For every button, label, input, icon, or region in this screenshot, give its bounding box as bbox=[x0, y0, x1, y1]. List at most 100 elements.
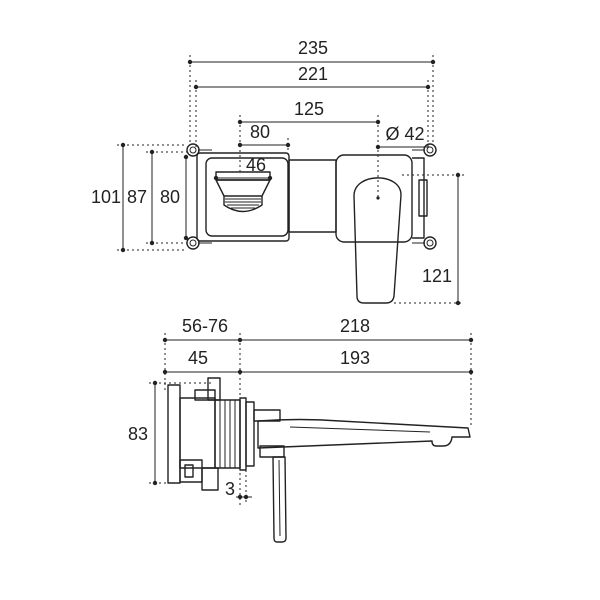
right-mounting-bracket bbox=[412, 157, 425, 239]
hole-inner bbox=[189, 239, 197, 247]
dimension-label-218: 218 bbox=[340, 316, 370, 336]
dimension-end-dot bbox=[183, 235, 189, 241]
dimension-end-dot bbox=[237, 119, 243, 125]
front-view: 235 221 125 80 Ø 42 bbox=[91, 38, 464, 306]
upper-step bbox=[194, 389, 216, 401]
hole-outer bbox=[423, 236, 437, 250]
dimension-label-3: 3 bbox=[225, 479, 235, 499]
dimension-46: 46 bbox=[213, 155, 273, 181]
dimension-193: 193 bbox=[240, 348, 474, 375]
dimension-83: 83 bbox=[128, 380, 158, 486]
dimension-end-dot bbox=[468, 369, 474, 375]
hole-outer bbox=[186, 236, 200, 250]
dimension-diameter-42: Ø 42 bbox=[375, 124, 430, 150]
dimension-87: 87 bbox=[127, 149, 155, 246]
rear-flange bbox=[167, 384, 181, 484]
dimension-label-46: 46 bbox=[246, 155, 266, 175]
dimension-221: 221 bbox=[193, 64, 431, 90]
dimension-label-diameter: Ø 42 bbox=[385, 124, 424, 144]
dimension-label-56-76: 56-76 bbox=[182, 316, 228, 336]
dimension-label-125: 125 bbox=[294, 99, 324, 119]
dimension-end-dot bbox=[375, 119, 381, 125]
wall-ring bbox=[239, 397, 247, 471]
dimension-56-76: 56-76 bbox=[162, 316, 243, 343]
dimension-101: 101 bbox=[91, 142, 126, 253]
valve-body bbox=[179, 397, 216, 469]
right-valve-housing bbox=[335, 154, 413, 243]
dimension-label-121: 121 bbox=[422, 266, 452, 286]
connector-body bbox=[288, 159, 337, 233]
dimension-45: 45 bbox=[162, 348, 243, 375]
dimension-end-dot bbox=[455, 300, 461, 306]
lever-handle-side bbox=[272, 456, 287, 543]
dimension-end-dot bbox=[237, 494, 243, 500]
lever-inner-line bbox=[278, 459, 281, 537]
dimension-end-dot bbox=[285, 142, 291, 148]
mounting-hole-top-right bbox=[423, 143, 437, 157]
side-view: 56-76 218 45 193 83 bbox=[128, 316, 474, 543]
left-cartridge-box bbox=[205, 157, 289, 237]
lower-clip bbox=[184, 464, 194, 478]
dimension-80-height: 80 bbox=[160, 154, 189, 241]
dimension-218: 218 bbox=[240, 316, 474, 343]
dimension-end-dot bbox=[187, 59, 193, 65]
lower-bracket-arm bbox=[201, 467, 219, 491]
mounting-hole-top-left bbox=[186, 143, 200, 157]
dimension-label-45: 45 bbox=[188, 348, 208, 368]
hole-outer bbox=[186, 143, 200, 157]
spout-outlet bbox=[215, 171, 271, 213]
hole-inner bbox=[189, 146, 197, 154]
dimension-121: 121 bbox=[422, 172, 461, 306]
dimension-end-dot bbox=[162, 369, 168, 375]
dimension-label-221: 221 bbox=[298, 64, 328, 84]
aerator-body bbox=[223, 196, 263, 213]
dimension-label-101: 101 bbox=[91, 187, 121, 207]
lever-handle-front bbox=[353, 177, 402, 304]
dimension-235: 235 bbox=[187, 38, 436, 65]
dimension-end-dot bbox=[152, 380, 158, 386]
bracket-clip bbox=[418, 179, 428, 217]
dimension-end-dot bbox=[120, 142, 126, 148]
dimension-end-dot bbox=[193, 84, 199, 90]
dimension-end-dot bbox=[468, 337, 474, 343]
spout-inner-line bbox=[289, 426, 431, 433]
dimension-end-dot bbox=[183, 154, 189, 160]
dimension-end-dot bbox=[237, 142, 243, 148]
dimension-end-dot bbox=[375, 144, 381, 150]
dimension-label-87: 87 bbox=[127, 187, 147, 207]
outlet-funnel bbox=[215, 179, 271, 197]
left-mounting-plate bbox=[196, 152, 290, 242]
dimension-label-80-width: 80 bbox=[250, 122, 270, 142]
dimension-label-83: 83 bbox=[128, 424, 148, 444]
mixer-front-outline bbox=[186, 143, 437, 304]
dimension-125: 125 bbox=[237, 99, 381, 125]
lower-block bbox=[179, 459, 203, 483]
mounting-hole-bottom-left bbox=[186, 236, 200, 250]
mounting-hole-bottom-right bbox=[423, 236, 437, 250]
upper-bracket-arm bbox=[207, 377, 221, 401]
mixer-side-outline bbox=[167, 377, 471, 543]
dimension-end-dot bbox=[455, 172, 461, 178]
dimension-end-dot bbox=[149, 149, 155, 155]
dimension-end-dot bbox=[430, 59, 436, 65]
dimension-80-width: 80 bbox=[237, 122, 291, 148]
hole-outer bbox=[423, 143, 437, 157]
dimension-end-dot bbox=[149, 240, 155, 246]
hole-inner bbox=[426, 239, 434, 247]
dimension-label-80-height: 80 bbox=[160, 187, 180, 207]
spout bbox=[257, 418, 471, 449]
handle-center-dot bbox=[376, 196, 380, 200]
handle-hub bbox=[259, 445, 285, 458]
dimension-end-dot bbox=[425, 84, 431, 90]
lever-handle bbox=[353, 177, 402, 304]
dimension-end-dot bbox=[162, 337, 168, 343]
dimension-label-235: 235 bbox=[298, 38, 328, 58]
dimension-end-dot bbox=[152, 480, 158, 486]
dimension-end-dot bbox=[243, 494, 249, 500]
dimension-label-193: 193 bbox=[340, 348, 370, 368]
escutcheon bbox=[245, 401, 255, 467]
threaded-sleeve bbox=[214, 399, 241, 469]
dimension-3: 3 bbox=[225, 479, 252, 500]
dimension-end-dot bbox=[120, 247, 126, 253]
